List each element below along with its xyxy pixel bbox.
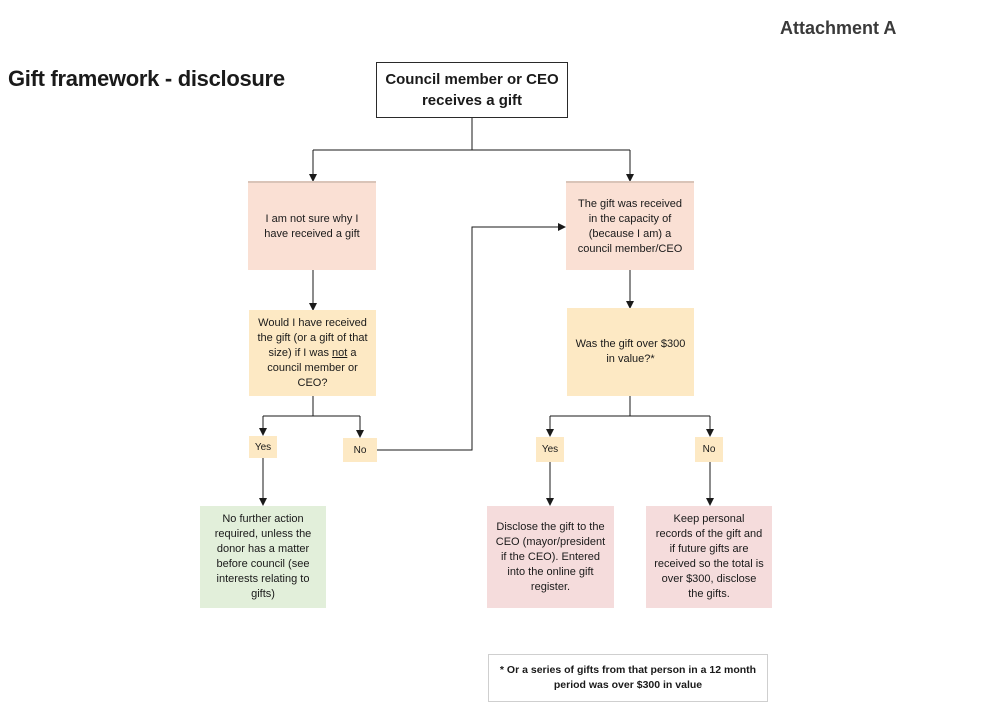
no-left-label: No (343, 438, 377, 462)
no-right-label: No (695, 437, 723, 462)
attachment-label: Attachment A (780, 18, 897, 38)
keep-records-node: Keep personal records of the gift and if… (646, 506, 772, 608)
no-further-action-node: No further action required, unless the d… (200, 506, 326, 608)
yes-right-label: Yes (536, 437, 564, 462)
disclose-gift-node: Disclose the gift to the CEO (mayor/pres… (487, 506, 614, 608)
footnote: * Or a series of gifts from that person … (488, 654, 768, 702)
would-received-node: Would I have received the gift (or a gif… (249, 310, 376, 396)
page-title: Gift framework - disclosure (8, 66, 285, 91)
not-sure-node: I am not sure why I have received a gift (248, 181, 376, 270)
start-node: Council member or CEO receives a gift (376, 62, 568, 118)
over-300-node: Was the gift over $300 in value?* (567, 308, 694, 396)
capacity-node: The gift was received in the capacity of… (566, 181, 694, 270)
would-received-text: Would I have received the gift (or a gif… (257, 316, 368, 389)
yes-left-label: Yes (249, 436, 277, 458)
